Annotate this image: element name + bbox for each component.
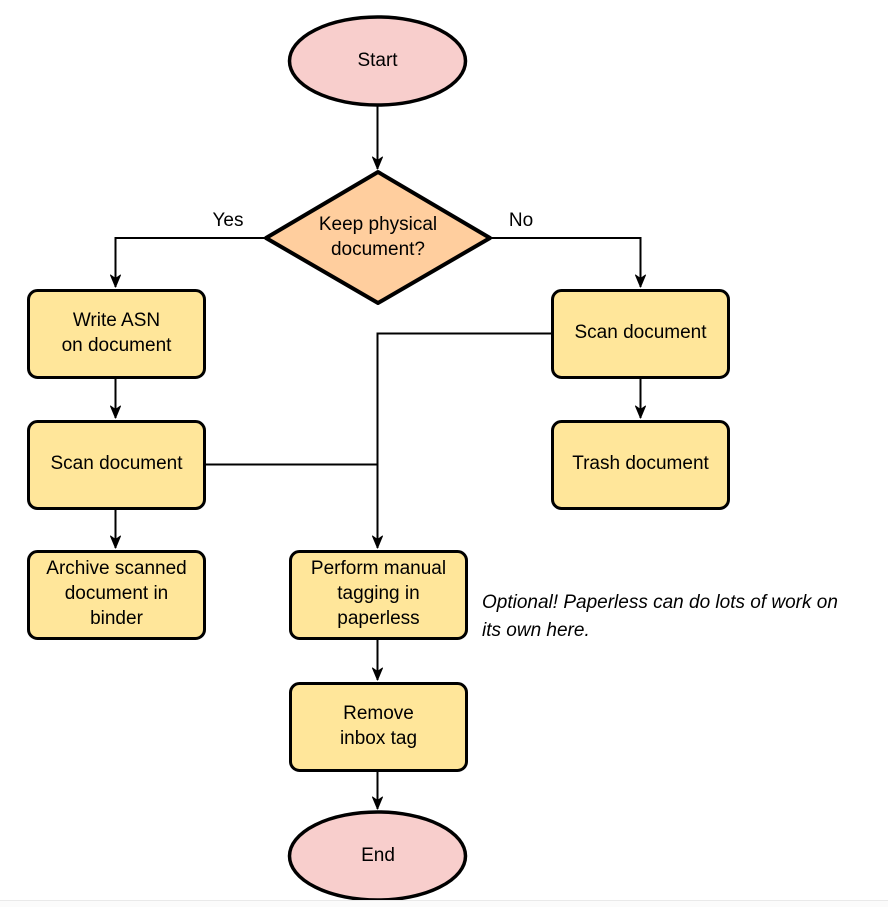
scan-right-process-shape: [551, 289, 730, 379]
scan-right-label: Scan document: [574, 322, 707, 344]
decision-diamond-shape: [264, 170, 492, 305]
optional-note: Optional! Paperless can do lots of work …: [482, 592, 838, 641]
write-asn-process-shape: [27, 289, 206, 379]
scan-left-process-shape: [27, 420, 206, 510]
remove-inbox-tag-process-shape: [289, 682, 468, 772]
edge-decision-yes-to-write-asn: [110, 237, 267, 288]
bottom-edge-divider: [0, 900, 888, 901]
remove-inbox-tag-label: Remove inbox tag: [339, 702, 418, 749]
trash-process-shape: [551, 420, 730, 510]
write-asn-label: Write ASN on document: [61, 309, 172, 356]
no-branch-label: No: [508, 210, 534, 231]
decision-label: Keep physical document?: [318, 213, 438, 260]
archive-label: Archive scanned document in binder: [46, 558, 187, 629]
yes-branch-label: Yes: [212, 210, 244, 231]
bottom-edge-strip: [0, 901, 888, 907]
edge-decision-no-to-scan-right: [489, 237, 646, 288]
archive-process-shape: [27, 550, 206, 640]
scan-left-label: Scan document: [50, 453, 183, 475]
start-label: Start: [357, 49, 398, 71]
trash-label: Trash document: [572, 453, 709, 475]
perform-tagging-process-shape: [289, 550, 468, 640]
edge-scan-right-to-perform: [372, 332, 552, 549]
start-terminal-shape: [287, 15, 468, 107]
perform-tagging-label: Perform manual tagging in paperless: [310, 558, 447, 629]
end-label: End: [361, 844, 395, 866]
